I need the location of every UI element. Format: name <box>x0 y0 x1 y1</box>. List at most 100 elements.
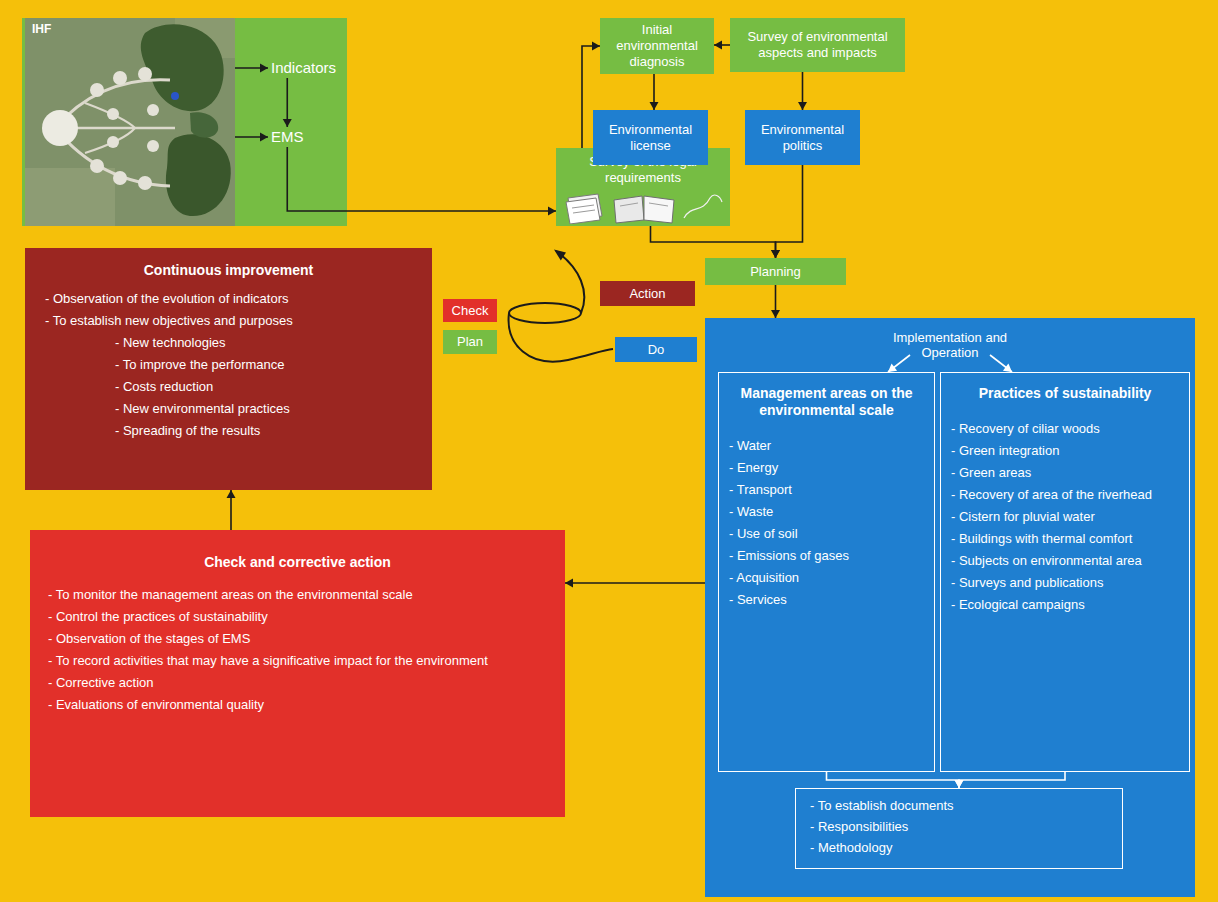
connector-line <box>235 67 268 69</box>
connector-line <box>287 147 556 211</box>
arrowhead <box>771 250 780 258</box>
photo-trees <box>141 24 224 111</box>
list-item: - Buildings with thermal comfort <box>951 530 1179 548</box>
photo-road <box>77 127 175 130</box>
photo-ground <box>25 18 235 226</box>
arrowhead <box>565 579 573 588</box>
list-item: - Corrective action <box>48 673 547 692</box>
box-heading: Continuous improvement <box>45 262 412 279</box>
arrowhead <box>1003 364 1012 372</box>
arrowhead <box>650 102 659 110</box>
connector-line <box>802 72 804 110</box>
list-item: - Water <box>729 437 924 455</box>
paper-sheet <box>568 194 602 220</box>
list-item: - To monitor the management areas on the… <box>48 585 547 604</box>
connector-line <box>230 490 232 530</box>
photo-trees <box>166 134 231 216</box>
connector-line <box>565 582 705 584</box>
photo-field <box>25 168 115 226</box>
box-label: EMS <box>271 128 304 146</box>
phase-panel: Implementation and OperationManagement a… <box>705 318 1195 897</box>
connector-arrow <box>955 772 1066 788</box>
photo-building <box>138 176 152 190</box>
box-label: Check <box>447 303 493 319</box>
connector-line <box>959 772 1065 788</box>
list-item: - Use of soil <box>729 525 924 543</box>
book-page <box>644 196 674 223</box>
arrowhead <box>798 102 807 110</box>
box-label: Survey of environmental aspects and impa… <box>736 29 899 61</box>
box-label: Plan <box>447 334 493 350</box>
sketch-line <box>684 195 722 218</box>
aerial-photo <box>25 18 235 226</box>
green-panel <box>22 18 347 226</box>
connector-line <box>235 136 268 138</box>
arrowhead <box>771 310 780 318</box>
box-label: Implementation and Operation <box>883 330 1018 360</box>
list-item: - Cistern for pluvial water <box>951 508 1179 526</box>
arrowhead <box>888 364 897 372</box>
list-item: - Surveys and publications <box>951 574 1179 592</box>
connector-arrow <box>827 772 964 788</box>
connector-arrow <box>227 490 236 530</box>
photo-building <box>113 71 127 85</box>
phase-box: Continuous improvement - Observation of t… <box>25 248 432 490</box>
connector-arrow <box>283 78 292 127</box>
connector-line <box>776 165 803 258</box>
connector-line <box>775 285 777 318</box>
list-item: - New technologies <box>45 333 412 352</box>
connector-arrow <box>798 72 807 110</box>
photo-building <box>138 67 152 81</box>
list-item: - Costs reduction <box>45 377 412 396</box>
connector-arrow <box>771 165 803 258</box>
list-item: - To establish documents <box>810 797 1108 815</box>
list-item: - Methodology <box>810 839 1108 857</box>
arrowhead <box>227 490 236 498</box>
list-item: - Services <box>729 591 924 609</box>
connector-arrow <box>771 285 780 318</box>
photo-road <box>85 103 135 153</box>
list-item: - Green integration <box>951 442 1179 460</box>
connector-line <box>827 772 960 788</box>
connector-arrow <box>287 147 556 216</box>
list-item: - Observation of the stages of EMS <box>48 629 547 648</box>
arrowhead <box>771 250 780 258</box>
label-box: Indicators <box>268 58 339 78</box>
arrowhead <box>548 207 556 216</box>
list-item: - Subjects on environmental area <box>951 552 1179 570</box>
list-item: - Transport <box>729 481 924 499</box>
list-item: - Energy <box>729 459 924 477</box>
connector-line <box>286 78 288 127</box>
photo-building <box>113 171 127 185</box>
list-box: - To establish documents- Responsibiliti… <box>795 788 1123 869</box>
connector-arrow <box>714 41 730 50</box>
connector-arrow <box>565 579 705 588</box>
photo-building <box>147 104 159 116</box>
box-heading: Check and corrective action <box>48 554 547 571</box>
photo-building <box>147 140 159 152</box>
box-label: Initial environmental diagnosis <box>605 22 709 70</box>
photo-building <box>107 108 119 120</box>
list-item: - New environmental practices <box>45 399 412 418</box>
photo-field <box>175 18 235 58</box>
process-box: Initial environmental diagnosis <box>600 18 714 74</box>
connector-arrow <box>888 355 910 372</box>
spiral-rise <box>556 251 584 313</box>
pdca-spiral <box>509 251 613 362</box>
list-item: - Spreading of the results <box>45 421 412 440</box>
list-item: - Waste <box>729 503 924 521</box>
photo-building <box>42 110 78 146</box>
cycle-tag: Action <box>600 281 695 306</box>
arrowhead <box>955 780 964 788</box>
connector-arrow <box>650 74 659 110</box>
list-box: Management areas on the environmental sc… <box>718 372 935 772</box>
list-item: - Observation of the evolution of indica… <box>45 289 412 308</box>
box-label: Action <box>604 286 691 302</box>
photo-box: IHF <box>25 18 235 226</box>
list-item: - Evaluations of environmental quality <box>48 695 547 714</box>
box-label: Environmental politics <box>750 122 855 154</box>
connector-line <box>888 355 910 372</box>
list-item: - Acquisition <box>729 569 924 587</box>
cycle-tag: Do <box>615 337 697 362</box>
label-box: EMS <box>268 127 307 147</box>
